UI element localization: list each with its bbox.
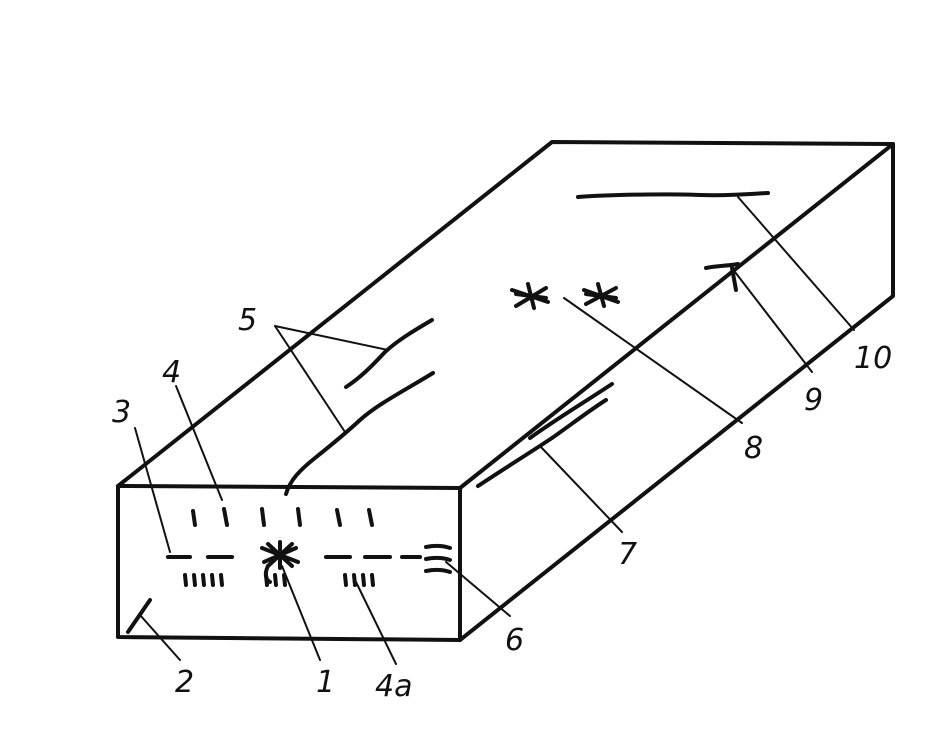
defect-4a-lower-hatches xyxy=(183,573,375,587)
defect-9-edge-check xyxy=(704,262,740,292)
leader-5a xyxy=(274,325,389,351)
callout-4: 4 xyxy=(162,355,181,390)
top-face-edges xyxy=(116,140,895,490)
defect-6-end-lines xyxy=(424,543,452,574)
callout-1: 1 xyxy=(316,665,335,700)
defect-4-upper-strokes xyxy=(191,507,374,527)
callout-10: 10 xyxy=(854,341,892,376)
defect-8-star-knot-right xyxy=(582,282,620,308)
leader-4 xyxy=(175,385,223,501)
callout-9: 9 xyxy=(804,383,823,418)
callout-5: 5 xyxy=(238,303,257,338)
defect-7-edge-crack-upper xyxy=(528,382,614,440)
defect-7-edge-crack-lower xyxy=(476,398,608,488)
defect-2-corner-check xyxy=(126,598,152,634)
defect-10-surface-check xyxy=(576,191,770,199)
leader-3 xyxy=(134,427,171,553)
leader-7 xyxy=(539,445,623,533)
leader-2 xyxy=(139,614,181,661)
leader-1 xyxy=(281,565,321,661)
defect-1-star-knot xyxy=(260,540,300,584)
leader-10 xyxy=(737,196,855,331)
leader-6 xyxy=(445,561,511,617)
callout-7: 7 xyxy=(618,537,637,572)
leader-9 xyxy=(734,271,813,373)
callout-8: 8 xyxy=(744,431,763,466)
front-face-defects xyxy=(126,507,452,634)
right-face-edges xyxy=(458,142,895,642)
leader-5b xyxy=(274,325,346,433)
defect-5-crack-lower xyxy=(284,371,435,496)
leader-4a xyxy=(355,581,397,665)
callout-4a: 4a xyxy=(375,669,412,704)
callout-2: 2 xyxy=(175,665,194,700)
defect-5-crack-upper xyxy=(344,318,434,389)
leader-8 xyxy=(563,297,743,424)
callout-3: 3 xyxy=(112,395,131,430)
callout-6: 6 xyxy=(505,623,524,658)
top-face-defects xyxy=(284,191,770,496)
defect-8-star-knot-left xyxy=(510,282,550,310)
callout-labels: 1 2 3 4 4a 5 6 7 8 9 10 xyxy=(112,303,892,704)
block-outline xyxy=(116,140,895,642)
leader-lines xyxy=(134,196,855,665)
